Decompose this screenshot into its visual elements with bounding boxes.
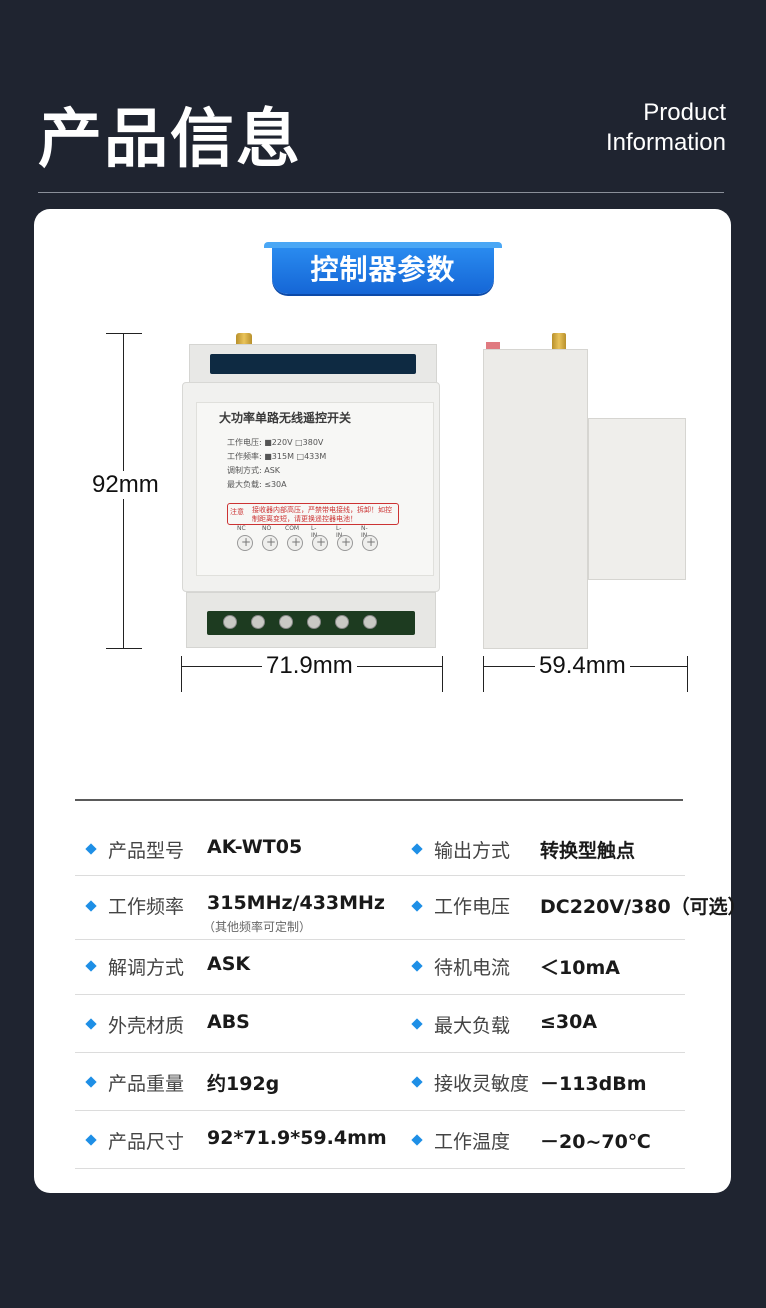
- spec-value: ≤30A: [540, 1011, 598, 1033]
- device-side-body: [483, 349, 588, 649]
- spec-value: ASK: [207, 953, 251, 975]
- bullet-diamond-icon: [411, 1018, 423, 1030]
- bullet-diamond-icon: [85, 843, 97, 855]
- spec-note: （其他频率可定制）: [203, 920, 312, 934]
- spec-label: 工作温度: [434, 1131, 511, 1153]
- spec-row: 解调方式 ASK 待机电流 ＜10mA: [75, 940, 685, 995]
- bullet-diamond-icon: [85, 1076, 97, 1088]
- device-front-bottom: [186, 592, 436, 648]
- width-tick-right: [442, 656, 443, 692]
- spec-value: ABS: [207, 1011, 250, 1033]
- spec-label: 接收灵敏度: [434, 1073, 530, 1095]
- spec-label: 产品尺寸: [108, 1131, 185, 1153]
- spec-value: AK-WT05: [207, 836, 303, 858]
- bullet-diamond-icon: [411, 1134, 423, 1146]
- bullet-diamond-icon: [411, 900, 423, 912]
- spec-row: 产品尺寸 92*71.9*59.4mm 工作温度 －20~70℃: [75, 1111, 685, 1169]
- terminal-screw-icon: [312, 535, 328, 551]
- bullet-diamond-icon: [85, 900, 97, 912]
- terminal-label: N-IN: [361, 525, 368, 539]
- spec-label: 工作频率: [108, 896, 185, 918]
- terminal-label: L-IN: [311, 525, 318, 539]
- side-latch: [486, 342, 500, 350]
- depth-tick-right: [687, 656, 688, 692]
- terminal-label: NC: [237, 525, 246, 532]
- spec-value: DC220V/380（可选）: [540, 896, 747, 918]
- bullet-diamond-icon: [411, 843, 423, 855]
- panel-line: 工作电压: ■220V □380V: [227, 438, 324, 447]
- english-title-line1: Product: [643, 99, 726, 126]
- panel-line: 调制方式: ASK: [227, 466, 281, 475]
- spec-value: ＜10mA: [540, 957, 620, 979]
- bullet-diamond-icon: [411, 1076, 423, 1088]
- terminal-label: NO: [262, 525, 272, 532]
- terminal-screw-icon: [262, 535, 278, 551]
- spec-label: 工作电压: [434, 896, 511, 918]
- spec-label: 输出方式: [434, 840, 511, 862]
- page-title: 产品信息: [38, 103, 302, 177]
- warning-label: 注意: [230, 508, 244, 516]
- spec-label: 产品重量: [108, 1073, 185, 1095]
- width-tick-left: [181, 656, 182, 692]
- spec-table: 产品型号 AK-WT05 输出方式 转换型触点 工作频率 315MHz/433M…: [75, 820, 747, 1169]
- spec-label: 最大负载: [434, 1015, 511, 1037]
- spec-value: 转换型触点: [540, 840, 636, 862]
- spec-value: 约192g: [207, 1073, 280, 1095]
- spec-value: 315MHz/433MHz: [207, 892, 385, 914]
- warning-box: 接收器内部高压，严禁带电接线，拆卸！如控制距离变短，请更换遥控器电池！: [227, 503, 399, 525]
- height-tick-bottom: [106, 648, 142, 649]
- device-front-top: [189, 344, 437, 384]
- depth-label: 59.4mm: [535, 652, 630, 680]
- warning-text: 接收器内部高压，严禁带电接线，拆卸！如控制距离变短，请更换遥控器电池！: [252, 506, 392, 523]
- side-antenna-icon: [552, 333, 566, 351]
- panel-title: 大功率单路无线遥控开关: [219, 411, 352, 425]
- english-title-line2: Information: [605, 129, 726, 156]
- terminal-screw-icon: [237, 535, 253, 551]
- spec-value: 92*71.9*59.4mm: [207, 1127, 387, 1149]
- spec-value: －20~70℃: [540, 1131, 651, 1153]
- panel-line: 最大负载: ≤30A: [227, 480, 287, 489]
- spec-row: 产品型号 AK-WT05 输出方式 转换型触点: [75, 820, 685, 876]
- specs-divider: [75, 799, 683, 801]
- spec-value: －113dBm: [540, 1073, 647, 1095]
- header-divider: [38, 192, 724, 193]
- device-label-panel: 大功率单路无线遥控开关 工作电压: ■220V □380V 工作频率: ■315…: [196, 402, 434, 576]
- section-banner: 控制器参数: [264, 242, 502, 294]
- spec-row: 外壳材质 ABS 最大负载 ≤30A: [75, 995, 685, 1053]
- terminal-label: L-IN: [336, 525, 343, 539]
- depth-tick-left: [483, 656, 484, 692]
- terminal-screw-icon: [287, 535, 303, 551]
- bullet-diamond-icon: [411, 960, 423, 972]
- spec-label: 解调方式: [108, 957, 185, 979]
- terminal-label: COM: [285, 525, 300, 532]
- bullet-diamond-icon: [85, 1018, 97, 1030]
- bullet-diamond-icon: [85, 960, 97, 972]
- english-title: Product Information: [606, 98, 726, 158]
- spec-label: 待机电流: [434, 957, 511, 979]
- width-label: 71.9mm: [262, 652, 357, 680]
- panel-line: 工作频率: ■315M □433M: [227, 452, 327, 461]
- height-label: 92mm: [88, 471, 163, 499]
- terminal-screw-icon: [362, 535, 378, 551]
- spec-row: 工作频率 315MHz/433MHz （其他频率可定制） 工作电压 DC220V…: [75, 876, 747, 940]
- spec-label: 外壳材质: [108, 1015, 185, 1037]
- bullet-diamond-icon: [85, 1134, 97, 1146]
- height-tick-top: [106, 333, 142, 334]
- spec-row: 产品重量 约192g 接收灵敏度 －113dBm: [75, 1053, 685, 1111]
- spec-label: 产品型号: [108, 840, 185, 862]
- terminal-screw-icon: [337, 535, 353, 551]
- device-side-rail: [588, 418, 686, 580]
